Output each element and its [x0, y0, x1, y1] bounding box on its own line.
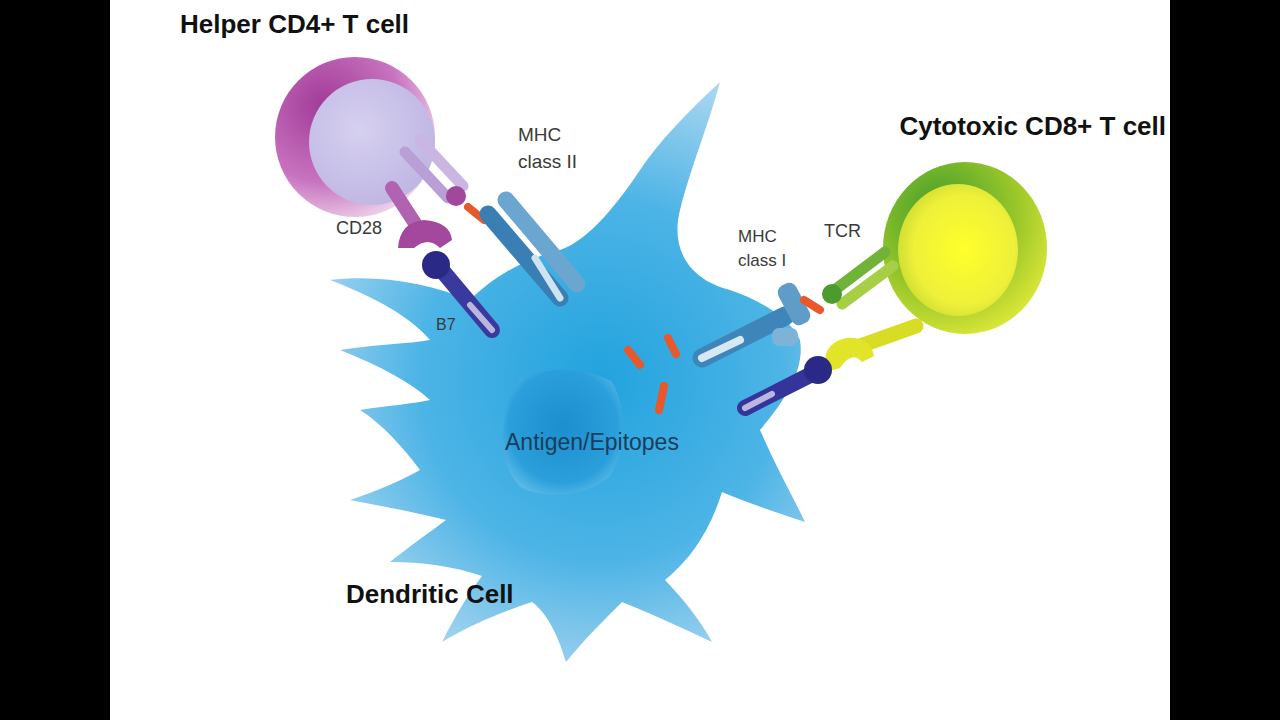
- antigen-label: Antigen/Epitopes: [505, 428, 679, 457]
- cd28-stem: [392, 188, 418, 228]
- tcr-tip: [822, 284, 842, 304]
- molecule-label: MHC class I: [738, 225, 800, 273]
- molecule-label: TCR: [824, 219, 861, 244]
- cell-body: [330, 82, 805, 662]
- cell-outline: [868, 104, 1168, 352]
- molecule-label: CD28: [336, 216, 382, 241]
- tcr-rod: [420, 140, 463, 186]
- cell-heading: Helper CD4+ T cell: [180, 8, 409, 41]
- cell-nucleus: [898, 184, 1018, 316]
- tcr-tip: [446, 186, 466, 206]
- b7-highlight: [470, 305, 492, 330]
- helper-t-cell: Helper CD4+ T cell: [170, 4, 470, 230]
- mhc-i-highlight: [702, 340, 740, 358]
- cell-membrane: [883, 162, 1047, 334]
- molecule-label: MHC class II: [518, 122, 598, 175]
- b7-rod: [745, 374, 812, 408]
- side-bar: [1170, 0, 1280, 720]
- antigen-fragment: [659, 386, 664, 410]
- cell-name: Dendritic Cell: [346, 578, 514, 611]
- b7-rod: [440, 268, 492, 330]
- beta2m: [772, 328, 798, 346]
- cd28-head: [825, 338, 874, 372]
- cell-heading: Cytotoxic CD8+ T cell: [899, 110, 1166, 143]
- side-bar: [0, 0, 110, 720]
- b7-head: [422, 251, 450, 279]
- b7-highlight: [745, 394, 772, 408]
- tcr-rod: [842, 266, 893, 304]
- b7-head: [804, 356, 832, 384]
- molecule-label: B7: [436, 314, 456, 336]
- cd28-head: [398, 220, 452, 248]
- epitope: [804, 300, 820, 310]
- cytotoxic-t-cell: Cytotoxic CD8+ T cell: [868, 104, 1168, 352]
- antigen-fragment: [628, 350, 640, 365]
- cd28-stem: [860, 326, 916, 346]
- mhc-ii-highlight: [535, 258, 560, 298]
- cell-membrane: [275, 57, 435, 217]
- antigen-fragment: [668, 338, 676, 354]
